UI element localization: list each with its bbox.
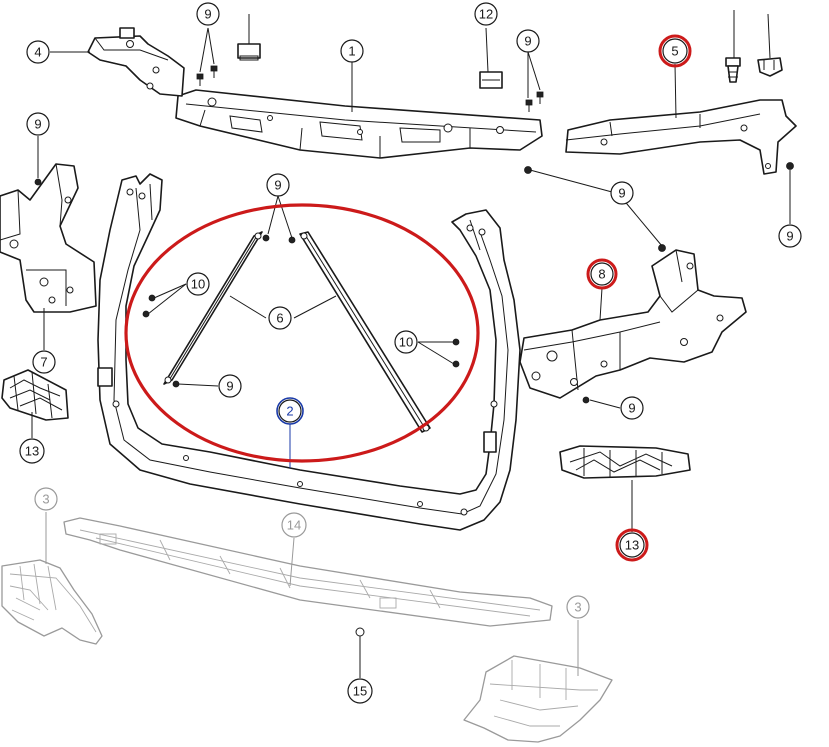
callout-9: 9 bbox=[610, 181, 634, 205]
svg-text:3: 3 bbox=[574, 600, 581, 615]
svg-text:9: 9 bbox=[226, 379, 233, 394]
nut-icon bbox=[452, 360, 460, 368]
callout-6: 6 bbox=[268, 306, 292, 330]
svg-text:8: 8 bbox=[598, 267, 605, 282]
clip-icon bbox=[479, 71, 503, 89]
lower-right-deflector bbox=[463, 655, 613, 743]
left-lamp-bracket bbox=[1, 369, 69, 421]
highlight-ellipse bbox=[124, 203, 480, 463]
callout-9: 9 bbox=[196, 2, 220, 26]
upper-right-bracket bbox=[565, 99, 797, 175]
right-lamp-bracket bbox=[559, 445, 691, 479]
nut-icon bbox=[142, 310, 150, 318]
callout-9: 9 bbox=[266, 173, 290, 197]
callout-3: 3 bbox=[34, 487, 58, 511]
callout-9: 9 bbox=[620, 396, 644, 420]
leader-lines bbox=[31, 10, 791, 678]
callout-13: 13 bbox=[19, 438, 45, 464]
radiator-support-frame bbox=[97, 173, 521, 531]
callout-10: 10 bbox=[394, 330, 418, 354]
callout-2: 2 bbox=[276, 397, 304, 425]
clip-icon bbox=[237, 43, 261, 61]
left-radiator-bracket bbox=[0, 163, 97, 313]
bolt-icon bbox=[196, 73, 204, 86]
callout-4: 4 bbox=[26, 40, 50, 64]
svg-text:9: 9 bbox=[618, 186, 625, 201]
svg-text:15: 15 bbox=[353, 684, 367, 699]
callout-5: 5 bbox=[658, 34, 692, 68]
callout-8: 8 bbox=[586, 258, 618, 290]
svg-text:13: 13 bbox=[625, 538, 639, 553]
svg-text:10: 10 bbox=[191, 277, 205, 292]
svg-text:9: 9 bbox=[274, 178, 281, 193]
lower-left-deflector bbox=[1, 559, 103, 645]
callout-15: 15 bbox=[347, 678, 373, 704]
svg-text:9: 9 bbox=[628, 401, 635, 416]
svg-text:9: 9 bbox=[786, 229, 793, 244]
svg-text:7: 7 bbox=[40, 355, 47, 370]
svg-text:9: 9 bbox=[34, 117, 41, 132]
svg-text:2: 2 bbox=[286, 404, 293, 419]
svg-text:9: 9 bbox=[524, 34, 531, 49]
svg-text:13: 13 bbox=[25, 444, 39, 459]
svg-text:4: 4 bbox=[34, 45, 41, 60]
svg-text:3: 3 bbox=[42, 492, 49, 507]
callout-1: 1 bbox=[340, 39, 364, 63]
callout-9: 9 bbox=[516, 29, 540, 53]
svg-text:14: 14 bbox=[287, 518, 301, 533]
svg-text:10: 10 bbox=[399, 335, 413, 350]
callout-9: 9 bbox=[26, 112, 50, 136]
nut-icon bbox=[582, 396, 590, 404]
nut-icon bbox=[658, 244, 666, 252]
bolt-icon bbox=[525, 99, 533, 112]
svg-text:9: 9 bbox=[204, 7, 211, 22]
clip-icon bbox=[757, 57, 783, 77]
fasteners bbox=[34, 43, 794, 640]
bolt-icon bbox=[536, 91, 544, 104]
support-struts bbox=[163, 231, 431, 433]
svg-text:12: 12 bbox=[479, 7, 493, 22]
svg-text:1: 1 bbox=[348, 44, 355, 59]
bolt-icon bbox=[355, 627, 365, 640]
bolt-icon bbox=[210, 65, 218, 78]
callout-3: 3 bbox=[566, 595, 590, 619]
upper-left-bracket bbox=[87, 27, 185, 97]
push-pin-icon bbox=[725, 57, 741, 83]
lower-beam bbox=[63, 517, 553, 627]
svg-text:6: 6 bbox=[276, 311, 283, 326]
callout-7: 7 bbox=[32, 350, 56, 374]
callout-12: 12 bbox=[474, 2, 498, 26]
callout-14: 14 bbox=[281, 512, 307, 538]
nut-icon bbox=[34, 178, 42, 186]
nut-icon bbox=[786, 162, 794, 170]
upper-crossmember bbox=[175, 89, 543, 159]
callout-9: 9 bbox=[778, 224, 802, 248]
right-radiator-bracket bbox=[519, 249, 747, 399]
callout-13: 13 bbox=[615, 528, 649, 562]
callout-9: 9 bbox=[218, 374, 242, 398]
callout-10: 10 bbox=[186, 272, 210, 296]
svg-text:5: 5 bbox=[671, 44, 678, 59]
